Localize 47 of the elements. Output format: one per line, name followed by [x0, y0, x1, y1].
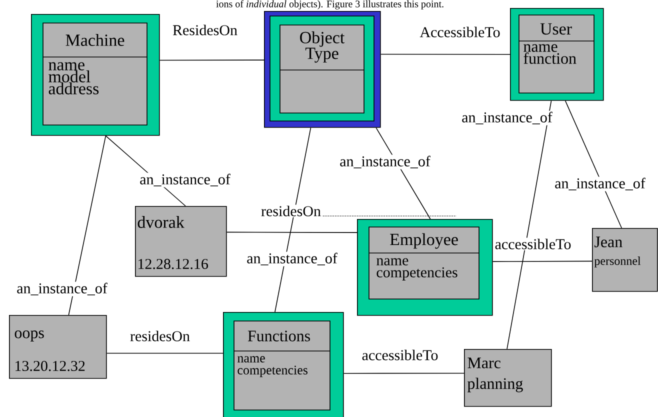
object-box	[135, 206, 227, 277]
connector-line	[492, 260, 592, 262]
connector-line	[380, 54, 510, 55]
class-name: Object Type	[300, 31, 345, 63]
edge-label: accessibleTo	[360, 348, 440, 362]
attribute-list: name model address	[48, 62, 99, 94]
object-detail: 12.28.12.16	[138, 258, 208, 270]
edge-label: an_instance_of	[246, 252, 338, 266]
edge-label: an_instance_of	[16, 282, 108, 296]
object-name: dvorak	[138, 216, 184, 228]
object-name: oops	[14, 330, 44, 342]
edge-label: an_instance_of	[460, 110, 554, 126]
class-box	[264, 11, 381, 128]
connector-line	[68, 135, 106, 316]
class-name: User	[540, 23, 572, 35]
object-detail: 13.20.12.32	[16, 360, 85, 372]
class-box	[510, 8, 604, 101]
object-box	[592, 228, 658, 292]
class-box	[223, 312, 344, 417]
class-box	[31, 14, 160, 136]
edge-label: accessibleTo	[494, 238, 572, 250]
edge-label: ResidesOn	[172, 24, 238, 36]
connector-line	[106, 352, 224, 354]
edge-label: an_instance_of	[554, 176, 646, 192]
class-name: Functions	[248, 330, 310, 342]
connector-line	[564, 100, 622, 228]
class-name: Employee	[390, 233, 458, 249]
class-name: Machine	[66, 34, 124, 46]
object-name: Jean	[594, 236, 622, 248]
edge-label: residesOn	[260, 204, 322, 218]
object-box	[464, 349, 552, 407]
edge-label: an_instance_of	[138, 172, 232, 188]
object-detail: personnel	[594, 256, 641, 268]
connector-line	[159, 60, 264, 61]
attribute-list: name competencies	[238, 356, 308, 378]
attribute-list: name function	[524, 44, 576, 64]
object-name: Marc	[468, 358, 500, 368]
connector-line	[226, 232, 358, 233]
edge-label: an_instance_of	[338, 154, 432, 170]
edge-label: residesOn	[129, 330, 191, 342]
attribute-list: name competencies	[376, 258, 458, 280]
connector-line	[506, 100, 552, 350]
connector-line	[343, 372, 464, 374]
object-detail: planning	[467, 378, 523, 392]
object-box	[9, 315, 107, 379]
class-box	[357, 219, 493, 316]
edge-label: AccessibleTo	[418, 26, 502, 38]
